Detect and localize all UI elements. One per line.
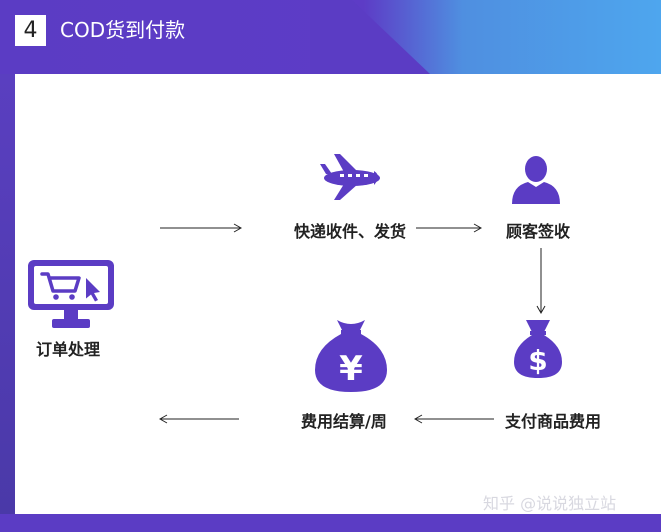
computer-cart-icon (28, 260, 114, 328)
arrow-order-to-ship (160, 223, 243, 233)
svg-text:$: $ (528, 344, 547, 377)
left-stripe (0, 74, 15, 516)
yuan-bag-icon: ¥ (315, 320, 387, 392)
arrow-settle-to-order (159, 414, 239, 424)
settlement-label: 费用结算/周 (301, 412, 387, 431)
arrow-sign-to-pay (536, 248, 546, 315)
order-processing-label: 订单处理 (36, 340, 101, 359)
bottom-bar (0, 514, 661, 532)
airplane-icon (320, 154, 380, 200)
pay-fees-label: 支付商品费用 (505, 412, 602, 431)
diagram-panel (15, 74, 661, 516)
user-icon (512, 156, 560, 204)
dollar-bag-icon: $ (514, 320, 562, 378)
shipping-label: 快递收件、发货 (294, 222, 407, 241)
section-number: 4 (15, 15, 46, 46)
svg-text:¥: ¥ (339, 349, 363, 389)
arrow-ship-to-sign (416, 223, 483, 233)
watermark: 知乎 @说说独立站 (483, 494, 617, 513)
arrow-pay-to-settle (414, 414, 494, 424)
page-title: COD货到付款 (60, 18, 186, 42)
customer-sign-label: 顾客签收 (506, 222, 571, 241)
